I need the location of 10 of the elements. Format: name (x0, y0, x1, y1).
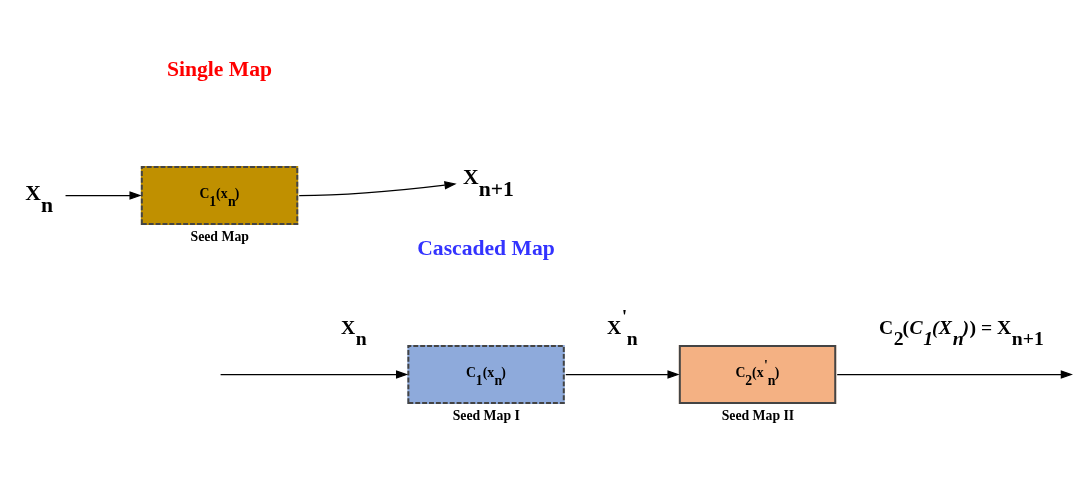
node-label: Seed Map II (721, 408, 795, 423)
arrow (836, 370, 1073, 379)
node-label: Seed Map (190, 229, 249, 244)
arrow (298, 181, 457, 197)
label: Single Map (166, 57, 273, 82)
label: Cascaded Map (417, 236, 555, 261)
node-label: Seed Map I (452, 408, 520, 423)
arrow (64, 191, 142, 200)
arrow (220, 370, 409, 379)
arrow (565, 370, 680, 379)
